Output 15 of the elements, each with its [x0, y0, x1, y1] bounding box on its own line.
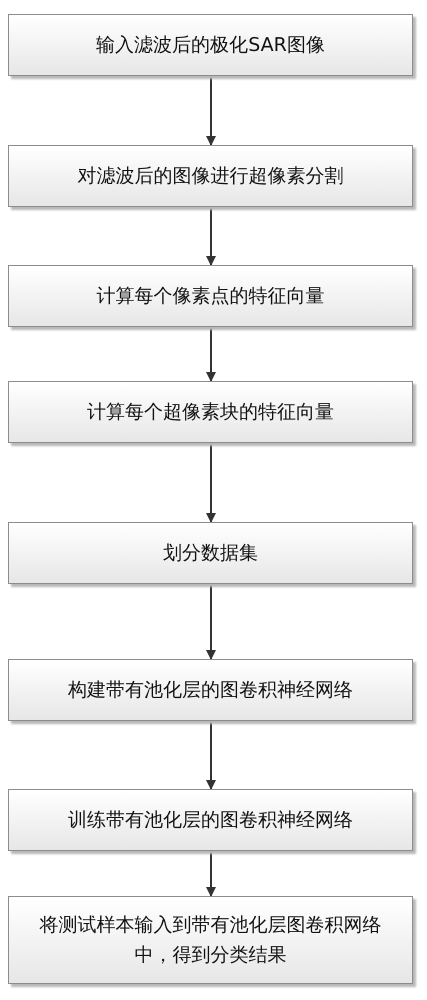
process-box: 划分数据集: [8, 522, 413, 584]
process-box: 计算每个超像素块的特征向量: [8, 381, 413, 443]
arrow: [206, 76, 216, 146]
process-box: 构建带有池化层的图卷积神经网络: [8, 659, 413, 721]
arrow: [206, 721, 216, 790]
process-box: 对滤波后的图像进行超像素分割: [8, 145, 413, 207]
process-box: 输入滤波后的极化SAR图像: [8, 14, 413, 76]
arrow: [206, 327, 216, 382]
arrow: [206, 207, 216, 266]
arrow: [206, 443, 216, 523]
process-box: 计算每个像素点的特征向量: [8, 265, 413, 327]
process-box: 训练带有池化层的图卷积神经网络: [8, 789, 413, 851]
arrow: [206, 584, 216, 660]
arrow: [206, 851, 216, 897]
process-box: 将测试样本输入到带有池化层图卷积网络中，得到分类结果: [8, 896, 413, 984]
